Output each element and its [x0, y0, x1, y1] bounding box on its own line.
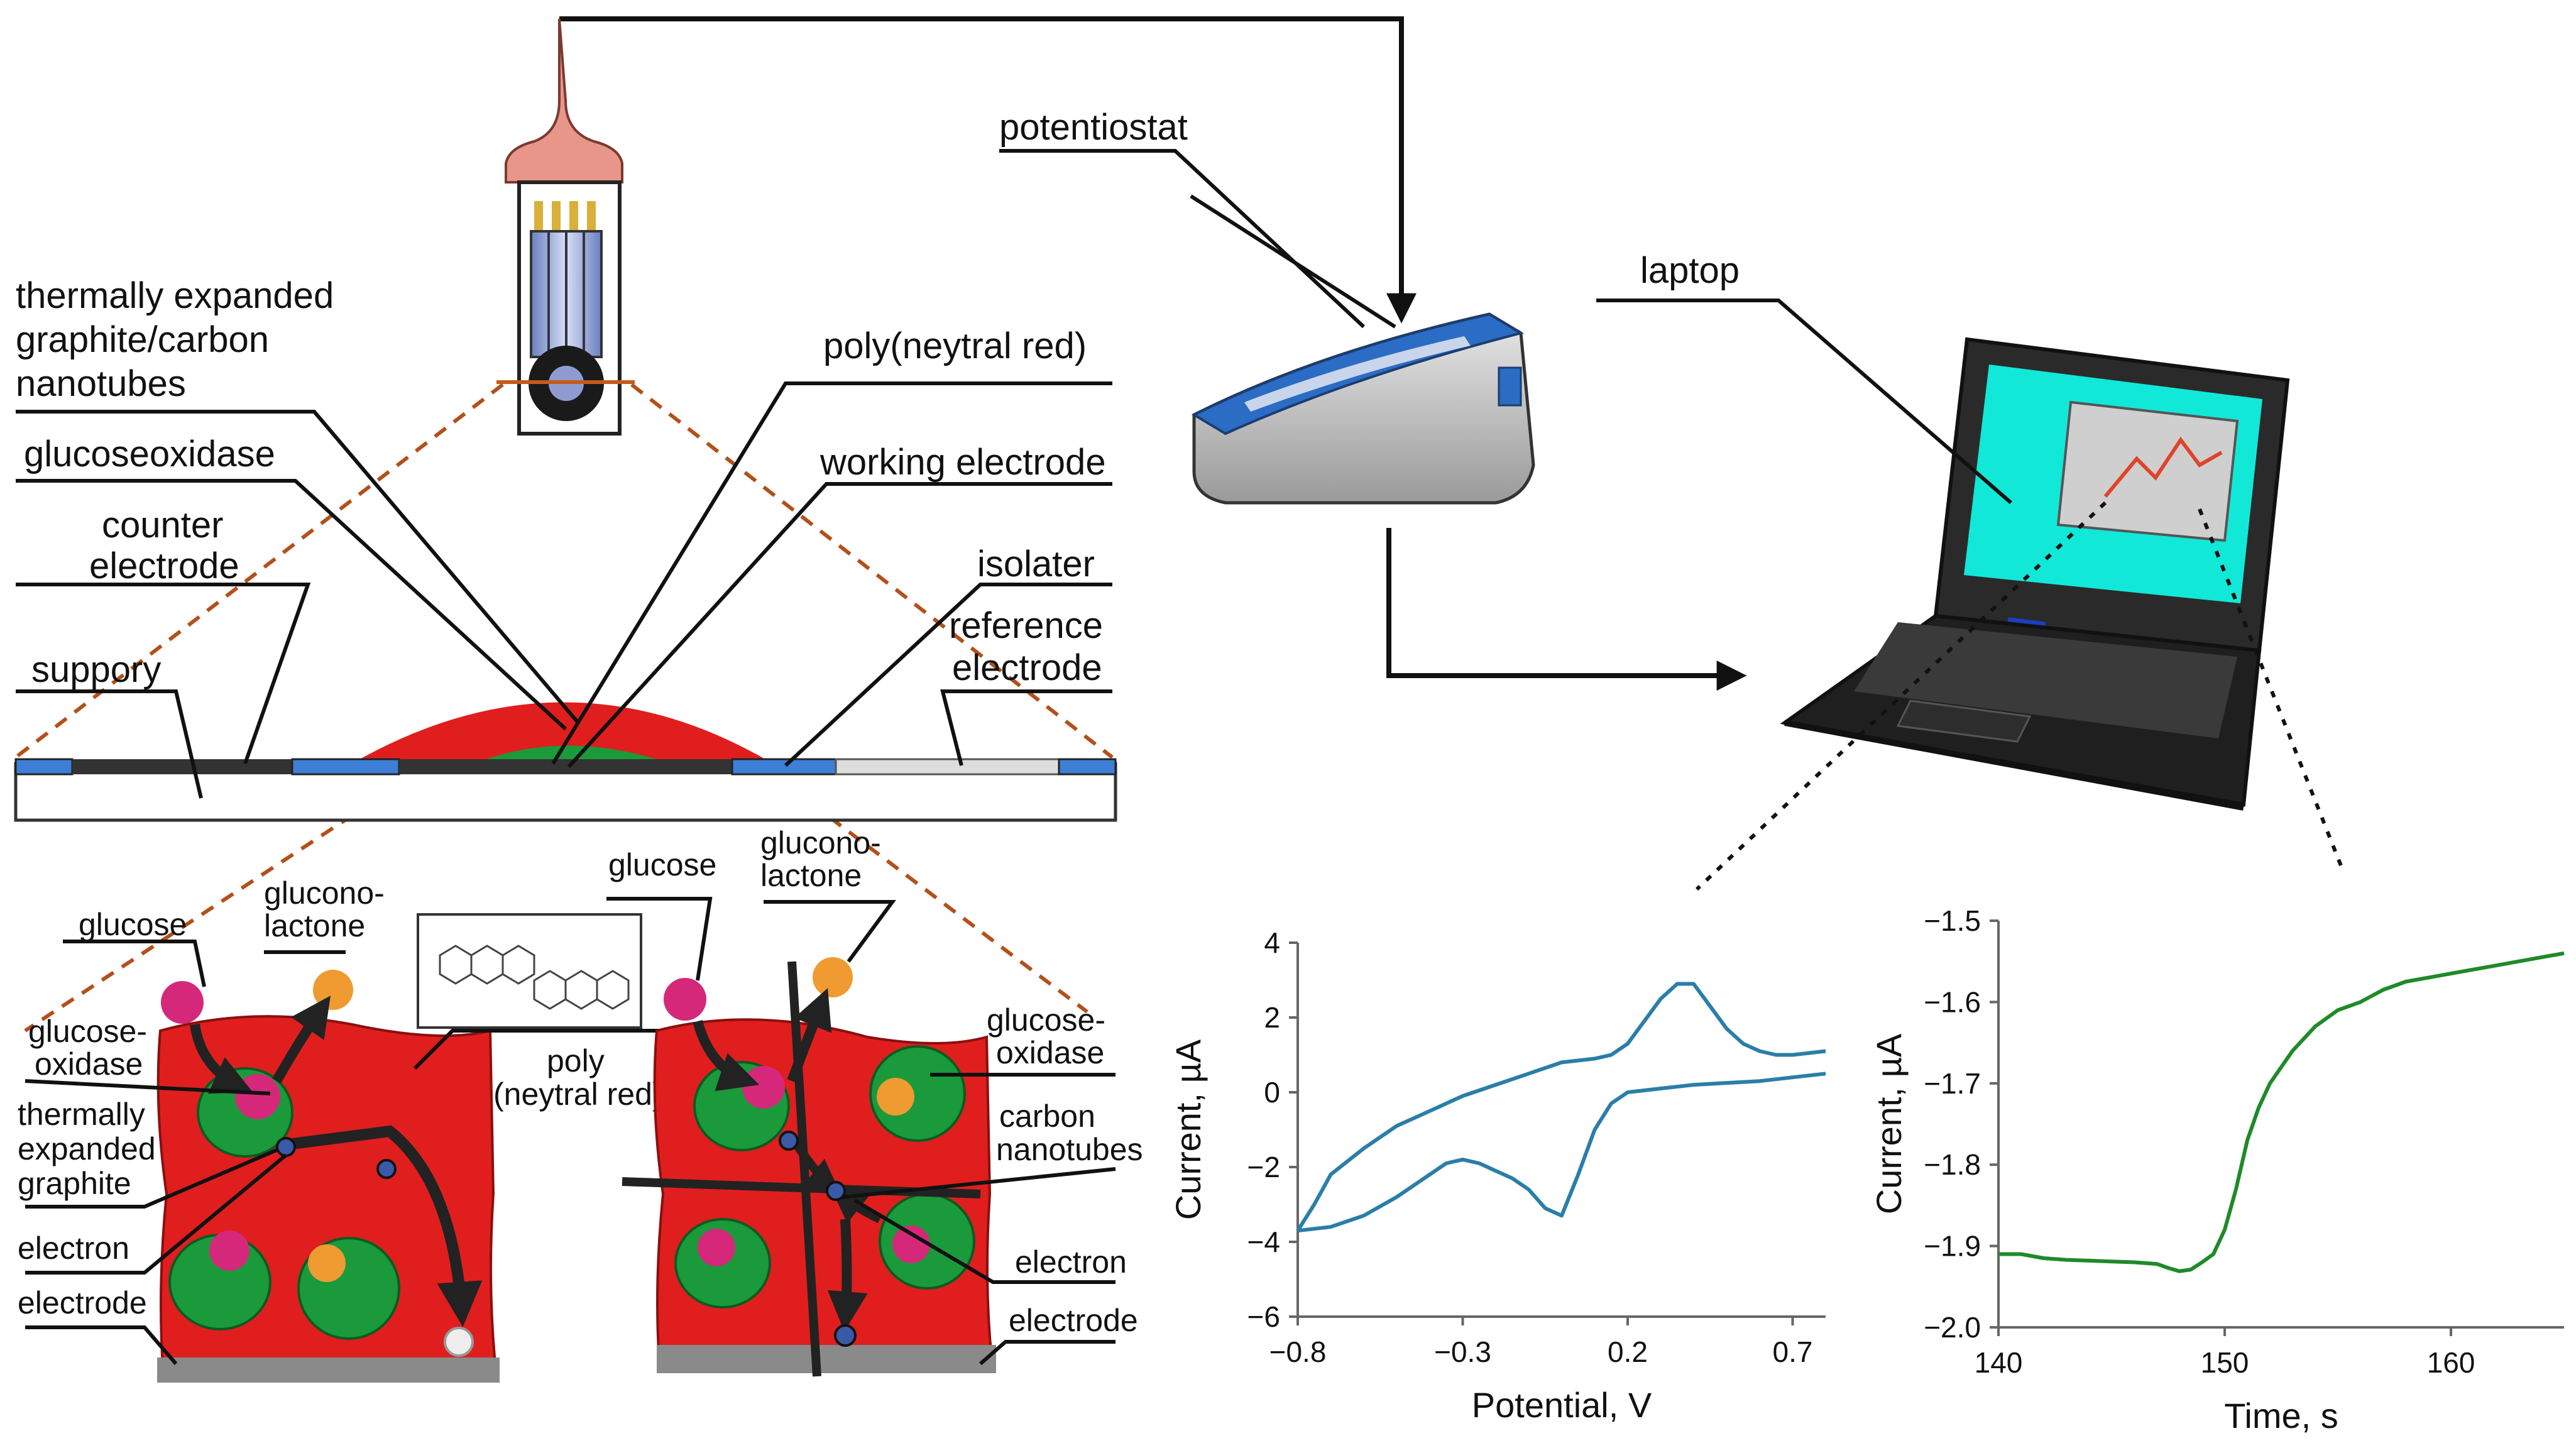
strip-labels	[16, 381, 1112, 799]
left-electron: electron	[18, 1231, 129, 1266]
laptop-device	[1780, 337, 2290, 811]
x-axis-label: Potential, V	[1472, 1385, 1652, 1425]
y-tick-label: −2.0	[1924, 1311, 1981, 1344]
y-tick-label: −1.7	[1924, 1067, 1981, 1100]
y-tick-label: −2	[1247, 1151, 1280, 1183]
label-isolater: isolater	[977, 544, 1095, 584]
x-tick-label: −0.3	[1434, 1336, 1491, 1368]
left-glucose: glucose	[79, 907, 187, 942]
y-tick-label: −1.9	[1924, 1230, 1981, 1263]
right-mechanism	[622, 957, 996, 1377]
series-line	[1296, 982, 1826, 1232]
data-arrow	[1386, 528, 1747, 691]
label-reference-2: electrode	[952, 647, 1102, 688]
label-counter-2: electrode	[89, 546, 239, 586]
sensor-strip	[14, 702, 1117, 822]
y-tick-label: −1.8	[1924, 1148, 1981, 1181]
left-gox-2: oxidase	[35, 1046, 143, 1082]
y-tick-label: −1.6	[1924, 985, 1981, 1018]
label-working: working electrode	[819, 442, 1106, 483]
left-poly-2: (neytral red)	[493, 1077, 663, 1112]
sensor-electrode	[496, 16, 1417, 436]
right-cnt-2: nanotubes	[996, 1132, 1143, 1167]
y-tick-label: −6	[1247, 1300, 1280, 1333]
label-tegcnt-3: nanotubes	[16, 363, 186, 404]
potentiostat-device	[1190, 194, 1535, 505]
right-gluconolactone-2: lactone	[760, 858, 862, 893]
label-laptop: laptop	[1640, 250, 1740, 291]
label-reference-1: reference	[949, 605, 1103, 646]
label-counter-1: counter	[102, 505, 223, 546]
x-tick-label: −0.8	[1269, 1336, 1327, 1368]
left-gluconolactone-1: glucono-	[264, 875, 385, 911]
right-gox-2: oxidase	[996, 1035, 1104, 1070]
left-mechanism	[156, 913, 642, 1383]
label-polynr: poly(neytral red)	[823, 326, 1087, 366]
x-tick-label: 160	[2427, 1346, 2475, 1379]
x-tick-label: 0.2	[1608, 1336, 1648, 1368]
series-line	[1998, 951, 2565, 1273]
left-teg-1: thermally	[18, 1097, 145, 1132]
y-tick-label: 0	[1264, 1076, 1280, 1109]
right-cnt-1: carbon	[999, 1099, 1095, 1134]
left-electrode: electrode	[18, 1285, 147, 1320]
left-gluconolactone-2: lactone	[264, 908, 365, 943]
label-tegcnt-1: thermally expanded	[16, 275, 334, 316]
y-tick-label: 4	[1264, 926, 1280, 959]
left-gox-1: glucose-	[28, 1014, 147, 1049]
label-tegcnt-2: graphite/carbon	[16, 319, 269, 360]
y-axis-label: Current, µA	[1168, 1039, 1208, 1220]
electrode-cap	[505, 18, 623, 184]
right-glucose: glucose	[608, 847, 716, 882]
dotted-link-amp	[2198, 508, 2346, 875]
zoom-lines	[14, 383, 1114, 1033]
y-tick-label: 2	[1264, 1001, 1280, 1034]
x-tick-label: 0.7	[1773, 1336, 1813, 1368]
y-tick-label: −4	[1247, 1226, 1280, 1258]
series-line	[1297, 1072, 1826, 1233]
right-gox-1: glucose-	[987, 1002, 1105, 1038]
left-teg-2: expanded	[18, 1131, 156, 1166]
x-tick-label: 150	[2201, 1346, 2249, 1379]
right-gluconolactone-1: glucono-	[760, 825, 881, 860]
cable-line	[559, 16, 1417, 324]
label-glucoseoxidase: glucoseoxidase	[24, 434, 275, 474]
right-electrode: electrode	[1009, 1303, 1138, 1338]
left-teg-3: graphite	[18, 1166, 131, 1201]
dotted-link-cv	[1695, 501, 2107, 891]
label-suppory: suppory	[31, 649, 161, 690]
red-dome	[352, 702, 773, 764]
electrode-housing	[517, 180, 622, 436]
y-tick-label: −1.5	[1924, 904, 1981, 937]
y-axis-label: Current, µA	[1869, 1033, 1909, 1214]
left-poly-1: poly	[547, 1043, 605, 1078]
label-potentiostat: potentiostat	[999, 107, 1188, 148]
right-electron: electron	[1015, 1244, 1127, 1280]
x-tick-label: 140	[1975, 1346, 2023, 1379]
x-axis-label: Time, s	[2224, 1396, 2338, 1435]
